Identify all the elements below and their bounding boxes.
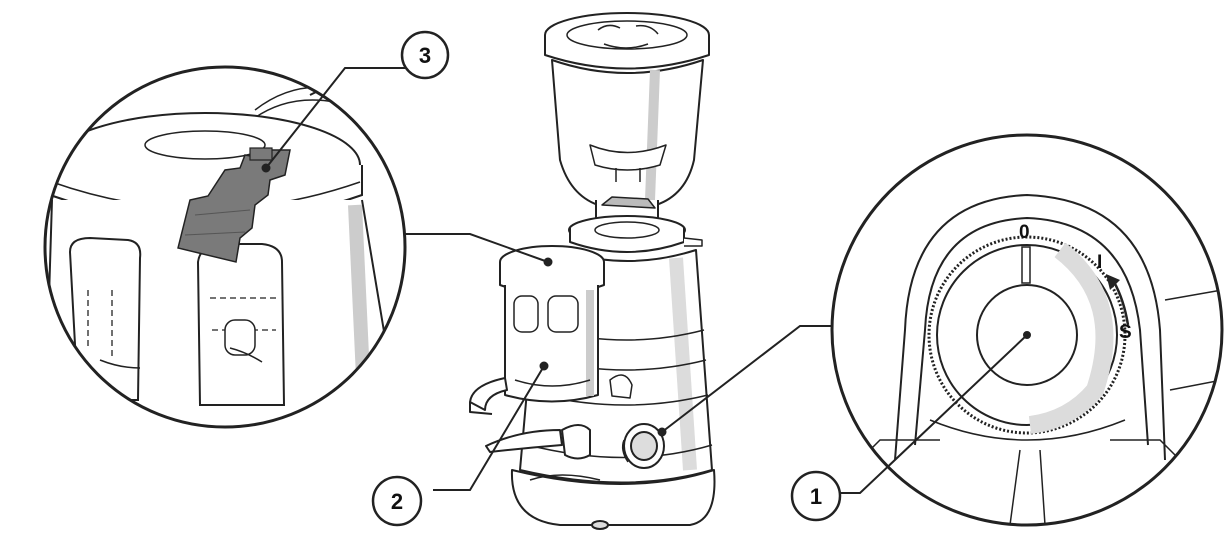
- callout-1: 1: [790, 470, 842, 522]
- switch-detail-view: 0 I S: [830, 133, 1224, 527]
- switch-position-start: S: [1119, 322, 1132, 343]
- callout-3-label: 3: [419, 43, 431, 68]
- leader-lines: [261, 67, 1028, 494]
- grinder-illustration: [469, 12, 716, 530]
- rotation-arrow: [1112, 281, 1130, 326]
- power-switch-knob: [621, 423, 665, 469]
- doser-detail-view: [43, 65, 407, 429]
- grinder-base: [510, 469, 716, 530]
- callout-3: 3: [400, 30, 450, 80]
- callout-1-label: 1: [810, 484, 822, 509]
- bean-hopper: [551, 59, 704, 206]
- doser-chamber: [499, 245, 605, 403]
- hopper-lid: [544, 12, 710, 70]
- callout-2: 2: [371, 475, 423, 527]
- callout-2-label: 2: [391, 489, 403, 514]
- portafilter-fork: [469, 374, 633, 460]
- hopper-collar: [568, 196, 703, 253]
- switch-position-on: I: [1097, 252, 1102, 273]
- switch-position-off: 0: [1019, 222, 1030, 243]
